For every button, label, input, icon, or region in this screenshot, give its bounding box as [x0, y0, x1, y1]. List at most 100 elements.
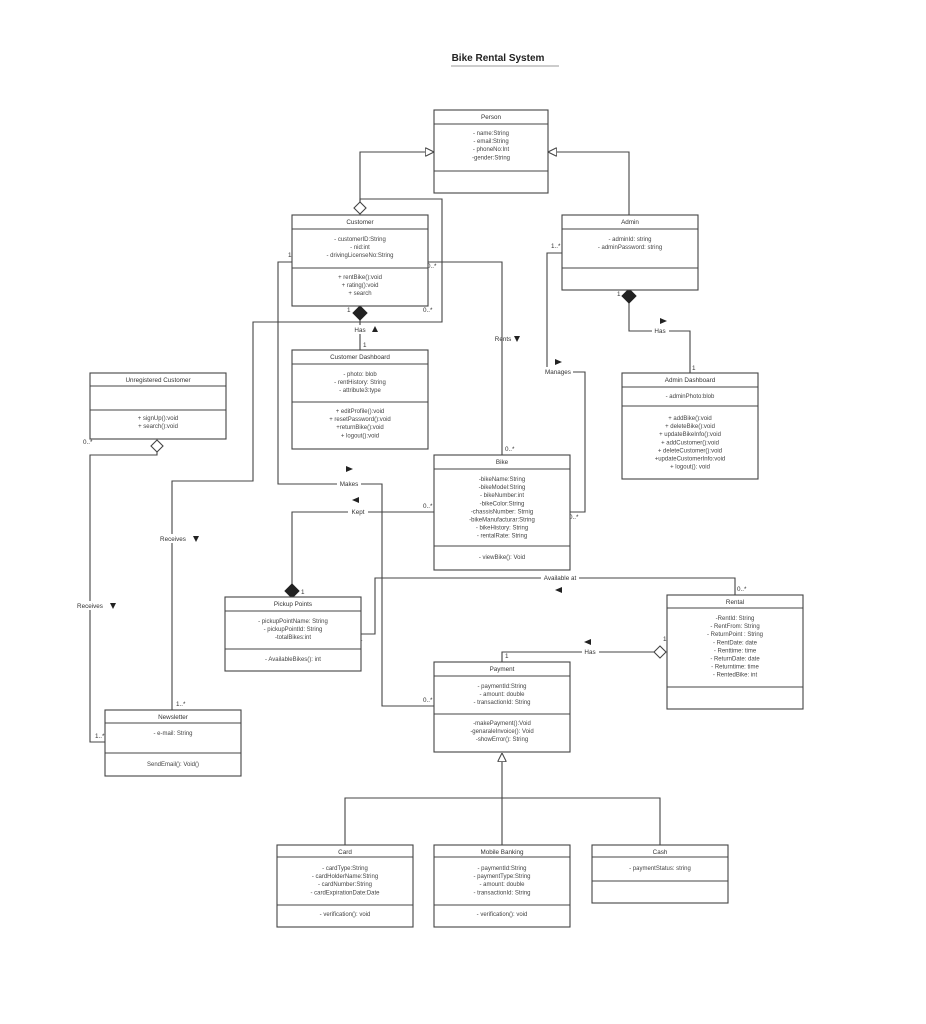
bike-attribute: - bikeHistory: String [476, 526, 528, 532]
mobile-banking-method: - verification(): void [477, 912, 528, 918]
unregistered-customer-box [89, 372, 227, 440]
receives-line [89, 452, 158, 743]
mult-payment-left: 0..* [423, 697, 433, 704]
admin-attribute: - adminPassword: string [598, 245, 662, 251]
bike-attribute: -chassisNumber: Strnig [471, 509, 533, 515]
admin-box [561, 214, 699, 291]
mult-rental-top: 0..* [737, 586, 747, 593]
rents-line [428, 261, 503, 455]
mobile-banking-attribute: - transactionId: String [473, 890, 530, 896]
bike-method: - viewBike(): Void [479, 555, 525, 561]
payment-attribute: - amount: double [479, 692, 525, 698]
mult-admin-bottom: 1 [617, 291, 621, 298]
mobile-banking-class-name: Mobile Banking [480, 849, 524, 856]
newsletter-class-name: Newsletter [158, 714, 188, 721]
bike-attribute: -bikeName:String [479, 477, 525, 483]
card-box [276, 844, 414, 928]
admin-dashboard-attribute: - adminPhoto:blob [666, 394, 715, 400]
person-class-name: Person [481, 114, 501, 121]
payment-attribute: - paymentId:String [477, 684, 526, 690]
admin-dashboard-composition [628, 303, 691, 373]
mult-bike-right: 0..* [569, 514, 579, 521]
payment-attribute: - transactionId: String [473, 700, 530, 706]
card-method: - verification(): void [320, 912, 371, 918]
admin-attribute: - adminId: string [608, 237, 651, 243]
customer-dashboard-method: + resetPassword():void [329, 417, 391, 423]
pickup-points-method: - AvailableBikes(): int [265, 657, 321, 663]
admin-dashboard-method: + deleteBike():void [665, 424, 715, 430]
receives-direction-arrow-icon [193, 536, 199, 542]
person-attribute: - email:String [473, 139, 508, 145]
pickup-points-class: Pickup Points- pickupPointName: String- … [224, 596, 362, 672]
bike-attribute: -bikeModel:String [479, 485, 526, 491]
admin-has-direction-arrow-icon [660, 318, 667, 324]
newsletter-method: SendEmail(): Void() [147, 762, 199, 768]
bike-attribute: - rentalRate: String [477, 534, 527, 540]
unregistered-customer-class-name: Unregistered Customer [125, 377, 190, 384]
card-attribute: - cardHolderName:String [312, 874, 378, 880]
unregistered-customer-method: + search():void [138, 424, 178, 430]
available-at-direction-arrow-icon [555, 587, 562, 593]
payment-box [433, 661, 571, 753]
customer-person-generalization [359, 152, 434, 215]
rental-attribute: - RentFrom: String [710, 624, 759, 630]
rental-payment-line [501, 651, 654, 662]
customer-box [291, 214, 429, 307]
customer-aggregation-diamond [353, 201, 367, 215]
mult-admin-left: 1..* [551, 243, 561, 250]
rents-direction-arrow-icon [514, 336, 520, 342]
customer-method: + search [348, 291, 371, 297]
rental-class-name: Rental [726, 599, 744, 606]
label-has-admin: Has [654, 328, 665, 335]
payment-method: -genaraleInvoice(): Void [470, 729, 533, 735]
pickup-composition-diamond [284, 583, 300, 599]
label-receives-2: Receives [77, 603, 103, 610]
mult-cust-left: 1 [288, 252, 292, 259]
customer-dashboard-box [291, 349, 429, 450]
admin-dashboard-method: + updateBikeInfo():void [659, 432, 721, 438]
bike-attribute: -bikeManufacturar:String [469, 518, 535, 524]
bike-class-name: Bike [496, 459, 509, 466]
manages-direction-arrow-icon [555, 359, 562, 365]
card-attribute: - cardNumber:String [318, 882, 372, 888]
customer-dashboard-attribute: - attribute3:type [339, 388, 381, 394]
has-direction-arrow-icon [372, 326, 378, 332]
customer-method: + rentBike():void [338, 275, 382, 281]
mult-cust-bottom-right: 0..* [423, 307, 433, 314]
customer-attribute: - nid:int [350, 245, 370, 251]
mult-cust-bottom-left: 1 [347, 307, 351, 314]
multiplicities: 1 0..* 1 0..* 1 1..* 1 1 0..* 0..* 0..* … [83, 243, 747, 740]
cash-class: Cash- paymentStatus: string [591, 844, 729, 904]
admin-dashboard-method: +updateCustomerInfo:void [655, 457, 726, 463]
mobile-banking-attribute: - amount: double [479, 882, 525, 888]
bike-class: Bike -bikeName:String -bikeModel:String - b… [433, 454, 571, 571]
bike-attribute: -bikeColor:String [480, 501, 525, 507]
customer-dashboard-method: +returnBike():void [336, 425, 384, 431]
payment-method: -makePayment():Void [473, 721, 531, 727]
card-attribute: - cardType:String [322, 866, 368, 872]
makes-direction-arrow-icon [346, 466, 353, 472]
rental-attribute: - ReturnPoint : String [707, 632, 763, 638]
rental-attribute: - Returntime: time [711, 665, 759, 671]
class-boxes: Person- name:String- email:String- phone… [89, 109, 804, 928]
admin-class: Admin - adminId: string - adminPassword: s… [561, 214, 699, 291]
label-kept: Kept [352, 509, 365, 516]
admin-person-generalization [548, 152, 630, 215]
mobile-banking-attribute: - paymentType:String [473, 874, 530, 880]
customer-attribute: - customerID:String [334, 237, 386, 243]
customer-composition-diamond [352, 305, 368, 321]
rental-box [666, 594, 804, 710]
bike-box [433, 454, 571, 571]
mult-admindash-top: 1 [692, 365, 696, 372]
admin-dashboard-method: + addBike():void [668, 416, 712, 422]
unregistered-customer-method: + signUp():void [138, 416, 179, 422]
cash-attribute: - paymentStatus: string [629, 866, 691, 872]
mult-custdash-top: 1 [363, 342, 367, 349]
admin-dashboard-method: + addCustomer():void [661, 440, 719, 446]
customer-class-name: Customer [346, 219, 373, 226]
card-class: Card- cardType:String- cardHolderName:St… [276, 844, 414, 928]
admin-class-name: Admin [621, 219, 639, 226]
rental-class: Rental -RentId: String - RentFrom: String -… [666, 594, 804, 710]
rental-attribute: -RentId: String [716, 616, 755, 622]
